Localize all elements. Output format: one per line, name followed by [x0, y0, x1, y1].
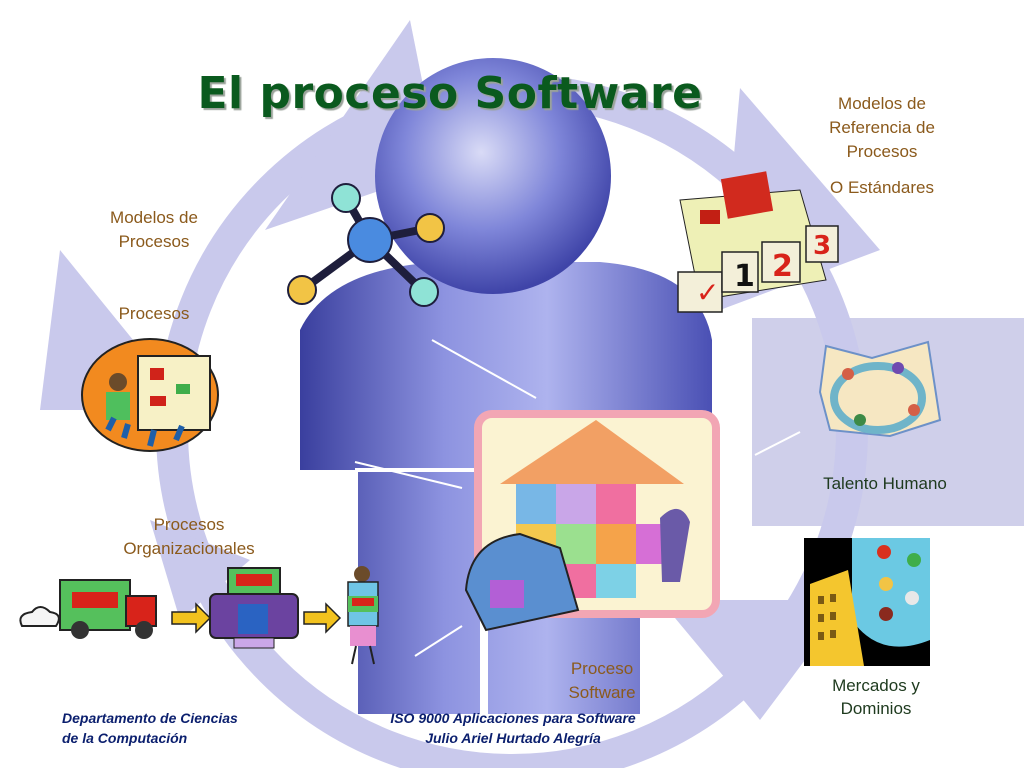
label-procesos: Procesos — [118, 304, 190, 323]
label-procesos-organizacionales: Procesos Organizacionales — [123, 515, 255, 558]
footer-course-line1: ISO 9000 Aplicaciones para Software — [390, 710, 636, 726]
arrow-icon — [303, 602, 342, 634]
label-modelos-referencia: Modelos de Referencia de Procesos — [829, 94, 935, 161]
molecule-icon — [287, 183, 445, 307]
label-modelos-procesos: Modelos de Procesos — [110, 208, 198, 251]
label-talento-humano: Talento Humano — [823, 474, 947, 493]
puzzle-house-icon — [464, 410, 720, 632]
footer-department: Departamento de Ciencias de la Computaci… — [62, 708, 342, 748]
label-mercados-dominios: Mercados y Dominios — [832, 676, 920, 718]
calendar-number-3: 3 — [813, 231, 831, 261]
footer-department-line1: Departamento de Ciencias — [62, 710, 238, 726]
calendar-number-2: 2 — [772, 249, 793, 284]
presenter-icon — [81, 338, 219, 452]
label-estandares: O Estándares — [830, 178, 934, 197]
people-circle-icon — [818, 340, 942, 438]
person-holding-icon — [347, 566, 379, 665]
machine-icon — [209, 567, 299, 649]
calendar-number-1: 1 — [734, 259, 755, 294]
footer-course-line2: Julio Ariel Hurtado Alegría — [425, 730, 601, 746]
footer-course: ISO 9000 Aplicaciones para Software Juli… — [338, 708, 688, 748]
arrow-icon — [171, 602, 212, 634]
page-title: El proceso Software — [197, 68, 703, 119]
footer-department-line2: de la Computación — [62, 730, 188, 746]
market-icon — [804, 538, 930, 666]
calendar-icon — [677, 171, 839, 313]
check-mark: ✓ — [696, 276, 719, 309]
truck-icon — [19, 579, 157, 639]
label-proceso-software: Proceso Software — [568, 659, 636, 702]
